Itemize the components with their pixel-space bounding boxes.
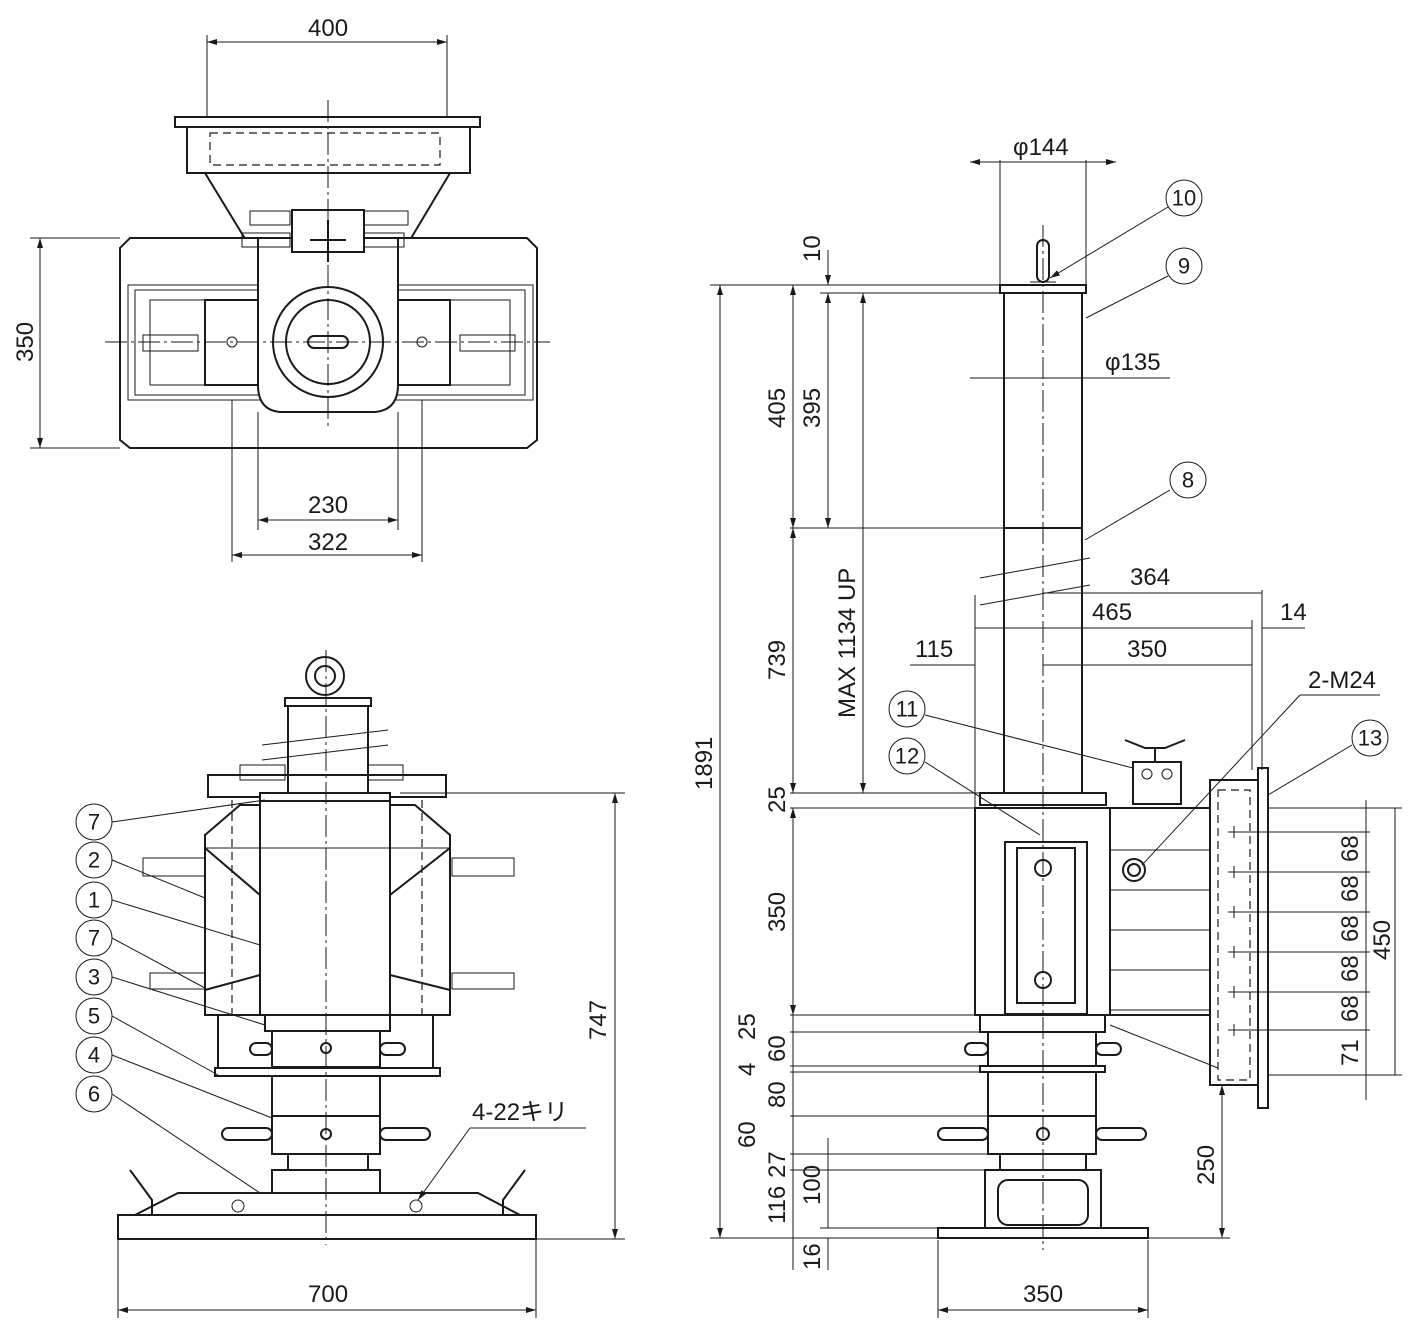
dim-25-b: 25 xyxy=(734,1013,761,1040)
side-view: 1891 10 405 395 739 MAX 1134 UP 25 350 2… xyxy=(691,134,1402,1318)
side-callouts: 10 9 8 11 12 13 xyxy=(888,179,1389,836)
callout-2: 2 xyxy=(88,848,100,873)
dim-230: 230 xyxy=(308,492,348,519)
hole-label: 4-22キリ xyxy=(472,1099,568,1126)
callout-7a: 7 xyxy=(88,810,100,835)
dim-400: 400 xyxy=(308,15,348,42)
dim-1891: 1891 xyxy=(691,737,718,790)
callout-1: 1 xyxy=(88,888,100,913)
dim-60-b: 60 xyxy=(734,1121,761,1148)
front-callouts: 7 2 1 7 3 5 4 6 xyxy=(75,799,273,1194)
dim-115: 115 xyxy=(915,636,953,663)
dim-80: 80 xyxy=(764,1081,791,1108)
dim-10: 10 xyxy=(799,235,826,262)
dim-100: 100 xyxy=(799,1165,826,1205)
bolt-label: 2-M24 xyxy=(1308,667,1376,694)
callout-4: 4 xyxy=(88,1043,100,1068)
dim-4: 4 xyxy=(734,1063,761,1076)
dim-14: 14 xyxy=(1280,599,1307,626)
dim-395: 395 xyxy=(799,388,826,428)
pitch-68-5: 68 xyxy=(1337,995,1364,1022)
callout-13: 13 xyxy=(1358,726,1382,751)
dim-350-h: 350 xyxy=(1127,636,1167,663)
dim-350-left: 350 xyxy=(12,322,39,362)
dim-27: 27 xyxy=(764,1151,791,1178)
pitch-68-1: 68 xyxy=(1337,835,1364,862)
dim-322: 322 xyxy=(308,529,348,556)
dim-364: 364 xyxy=(1130,564,1170,591)
dim-450: 450 xyxy=(1369,920,1396,960)
dim-350-base: 350 xyxy=(1023,1281,1063,1308)
pitch-68-2: 68 xyxy=(1337,875,1364,902)
callout-12: 12 xyxy=(895,744,919,769)
top-view: 400 350 230 322 xyxy=(12,15,550,562)
callout-5: 5 xyxy=(88,1004,100,1029)
dim-25-top: 25 xyxy=(764,786,791,813)
pitch-68-3: 68 xyxy=(1337,915,1364,942)
dim-747: 747 xyxy=(585,1000,612,1040)
dim-16: 16 xyxy=(799,1243,826,1270)
dim-max-up: MAX 1134 UP xyxy=(834,568,861,718)
dim-350-v: 350 xyxy=(764,892,791,932)
dim-405: 405 xyxy=(764,388,791,428)
callout-6: 6 xyxy=(88,1082,100,1107)
dim-739: 739 xyxy=(764,640,791,680)
callout-7b: 7 xyxy=(88,926,100,951)
pitch-71: 71 xyxy=(1337,1039,1364,1066)
dim-phi-135: φ135 xyxy=(1105,349,1161,376)
dim-116: 116 xyxy=(764,1186,791,1224)
callout-3: 3 xyxy=(88,965,100,990)
front-view: 747 700 4-22キリ 7 2 1 7 3 xyxy=(75,650,625,1318)
pitch-68-4: 68 xyxy=(1337,955,1364,982)
callout-11: 11 xyxy=(896,697,919,722)
dim-700: 700 xyxy=(308,1281,348,1308)
callout-8: 8 xyxy=(1182,468,1194,493)
dim-60-a: 60 xyxy=(764,1035,791,1062)
dim-phi-144: φ144 xyxy=(1013,134,1069,161)
callout-9: 9 xyxy=(1178,254,1190,279)
dim-465: 465 xyxy=(1092,599,1132,626)
callout-10: 10 xyxy=(1172,186,1196,211)
dim-250: 250 xyxy=(1193,1145,1220,1185)
